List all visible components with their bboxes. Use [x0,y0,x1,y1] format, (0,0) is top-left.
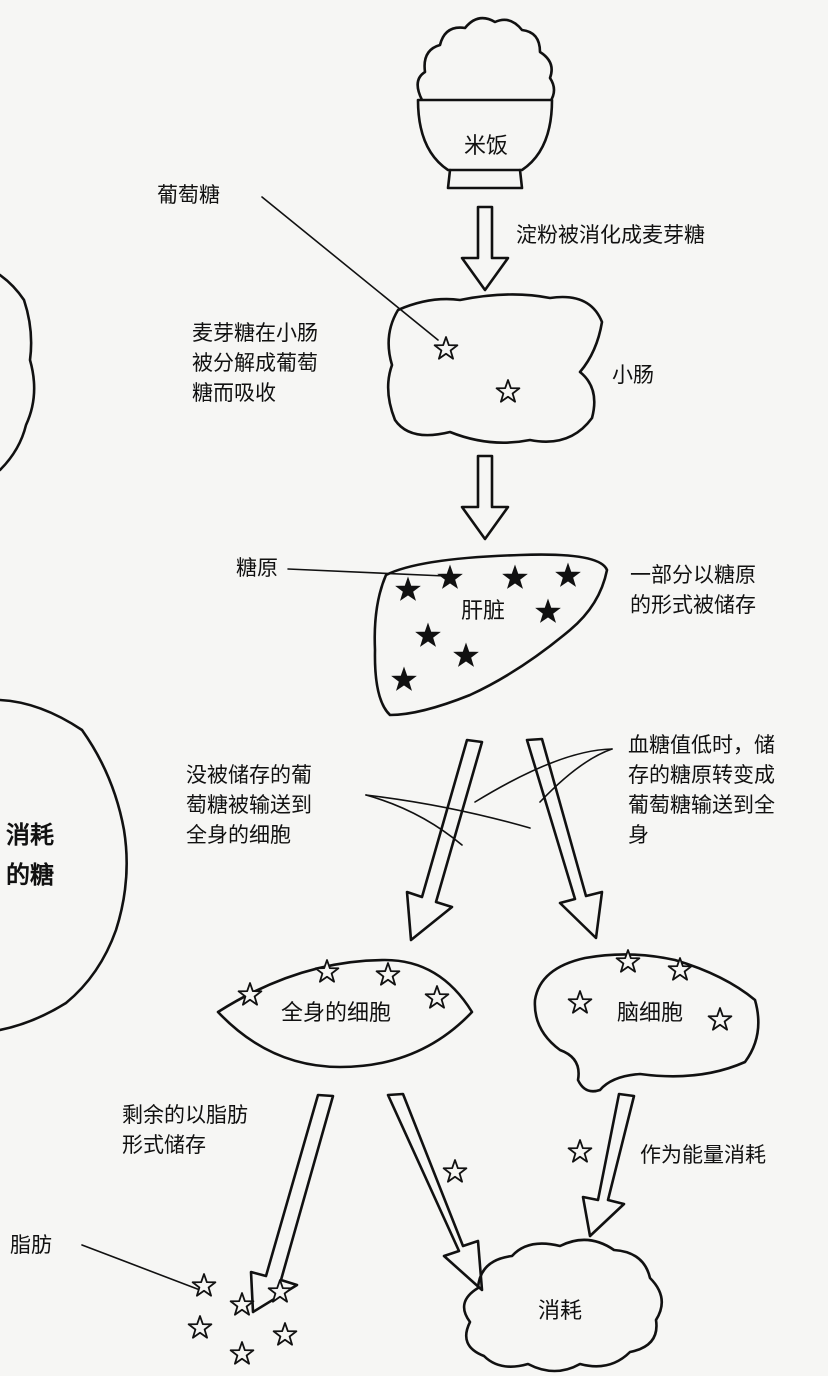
small-intestine-shape [386,293,604,444]
glucose-star [667,957,693,981]
arrow-intestine-to-liver [460,454,510,541]
side-cloud-fragment-label: 消耗 的糖 [6,820,54,889]
brain-cells-label: 脑细胞 [616,1001,683,1026]
glucose-star [375,962,401,986]
leader-glycogen [287,568,446,577]
glucose-star [442,1159,468,1183]
arrow-liver-to-brain [525,737,604,940]
bowl-foot [446,168,524,190]
rice-mound [416,16,556,104]
arrow-brain-to-consumption [581,1092,636,1238]
remaining-fat-label: 剩余的以脂肪 形式储存 [122,1103,248,1157]
leader-low-sugar-a [474,748,613,803]
fat-star [229,1292,255,1316]
stored-glycogen-label: 一部分以糖原 的形式被储存 [630,563,756,617]
glycogen-star [392,667,416,691]
glycogen-star [438,565,462,589]
glycogen-star [556,563,580,587]
small-intestine-label: 小肠 [612,363,654,387]
leader-unstored-b [365,794,531,829]
rice-label: 米饭 [463,134,508,159]
arrow-rice-to-intestine [460,205,510,292]
consumption-label: 消耗 [537,1299,582,1324]
liver-label: 肝脏 [460,599,505,624]
low-blood-sugar-label: 血糖值低时，储 存的糖原转变成 葡萄糖输送到全 身 [628,733,775,847]
body-cells-label: 全身的细胞 [280,1001,391,1026]
fat-star [229,1341,255,1365]
arrow-body-to-consumption [386,1092,484,1292]
liver-shape [373,553,609,717]
unstored-glucose-label: 没被储存的葡 萄糖被输送到 全身的细胞 [186,763,312,847]
leader-glucose [261,196,439,341]
glucose-star [495,379,521,403]
glycogen-label: 糖原 [236,556,278,580]
glucose-star [237,982,263,1006]
arrow-liver-to-body-cells [405,738,484,942]
leader-fat [81,1244,201,1291]
energy-consumed-label: 作为能量消耗 [640,1143,766,1167]
fat-star [187,1315,213,1339]
glycogen-star [454,643,478,667]
glycogen-star [416,623,440,647]
glucose-star [707,1007,733,1031]
glucose-star [567,990,593,1014]
leader-low-sugar-b [539,748,613,803]
rice-bowl [416,16,556,190]
fat-label: 脂肪 [10,1233,52,1257]
glucose-star [567,1139,593,1163]
side-cloud-top [0,273,36,472]
starch-digested-label: 淀粉被消化成麦芽糖 [516,223,705,247]
glycogen-star [536,599,560,623]
consumption-cloud [462,1238,664,1373]
glucose-star [424,985,450,1009]
fat-star [272,1322,298,1346]
glucose-label: 葡萄糖 [157,183,220,207]
glycogen-star [396,577,420,601]
fat-star [191,1273,217,1297]
arrow-body-to-fat [249,1093,335,1314]
bowl-body [416,98,554,172]
maltose-absorbed-label: 麦芽糖在小肠 被分解成葡萄 糖而吸收 [192,321,318,405]
leader-unstored-a [365,794,463,846]
glycogen-star [503,565,527,589]
side-cloud-bottom [0,698,128,1032]
